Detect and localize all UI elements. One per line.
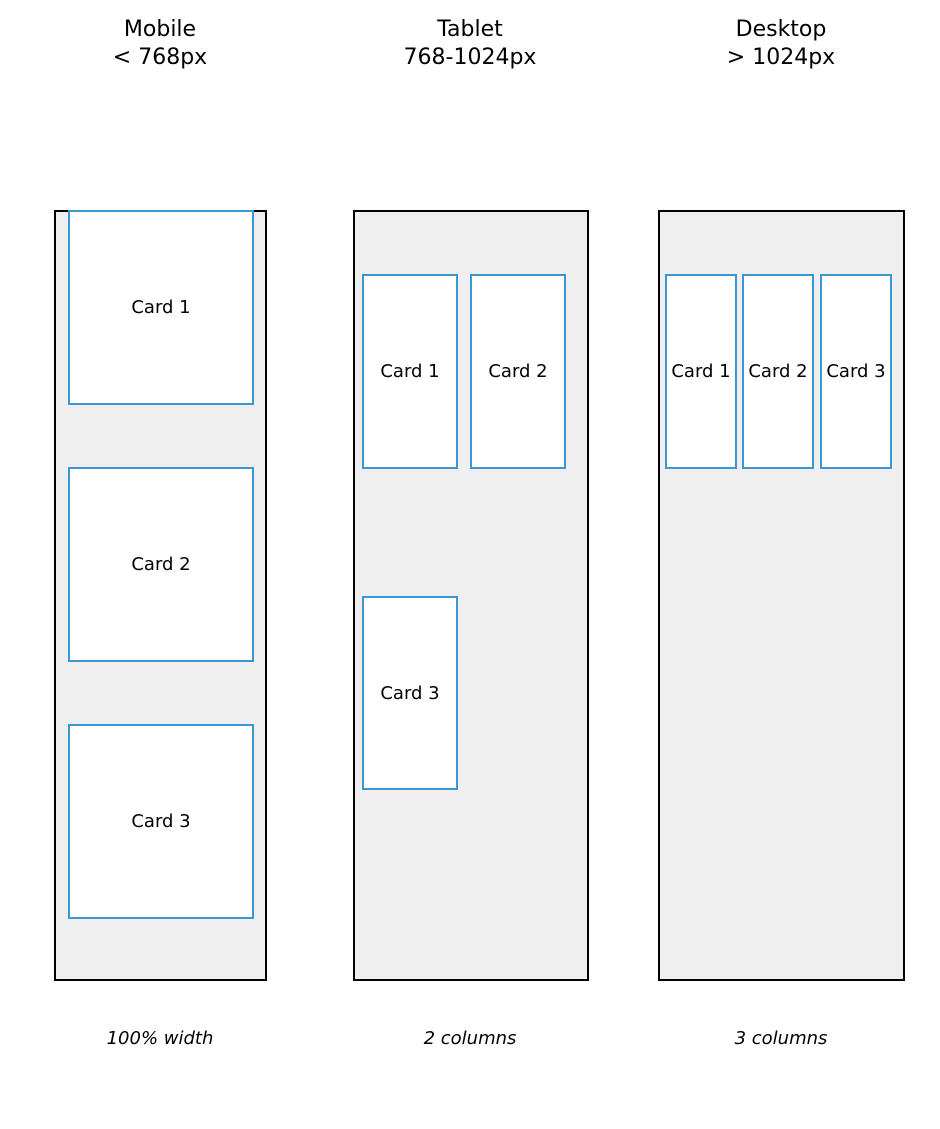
- tablet-range: 768-1024px: [403, 45, 537, 70]
- mobile-card-3: Card 3: [68, 724, 254, 919]
- mobile-caption: 100% width: [106, 1028, 214, 1049]
- mobile-frame: Card 1 Card 2 Card 3: [54, 210, 267, 981]
- mobile-name: Mobile: [123, 17, 197, 42]
- desktop-card-1: Card 1: [665, 274, 737, 469]
- tablet-card-3: Card 3: [362, 596, 458, 790]
- tablet-name: Tablet: [437, 17, 503, 42]
- desktop-caption: 3 columns: [734, 1028, 828, 1049]
- desktop-title: Desktop > 1024px: [681, 16, 881, 72]
- desktop-frame: Card 1 Card 2 Card 3: [658, 210, 905, 981]
- desktop-range: > 1024px: [726, 45, 836, 70]
- tablet-card-2: Card 2: [470, 274, 566, 469]
- desktop-card-3: Card 3: [820, 274, 892, 469]
- tablet-card-1: Card 1: [362, 274, 458, 469]
- mobile-range: < 768px: [112, 45, 208, 70]
- tablet-caption: 2 columns: [423, 1028, 517, 1049]
- mobile-card-1: Card 1: [68, 210, 254, 405]
- desktop-card-2: Card 2: [742, 274, 814, 469]
- mobile-title: Mobile < 768px: [60, 16, 260, 72]
- desktop-name: Desktop: [735, 17, 827, 42]
- tablet-title: Tablet 768-1024px: [370, 16, 570, 72]
- mobile-card-2: Card 2: [68, 467, 254, 662]
- tablet-frame: Card 1 Card 2 Card 3: [353, 210, 589, 981]
